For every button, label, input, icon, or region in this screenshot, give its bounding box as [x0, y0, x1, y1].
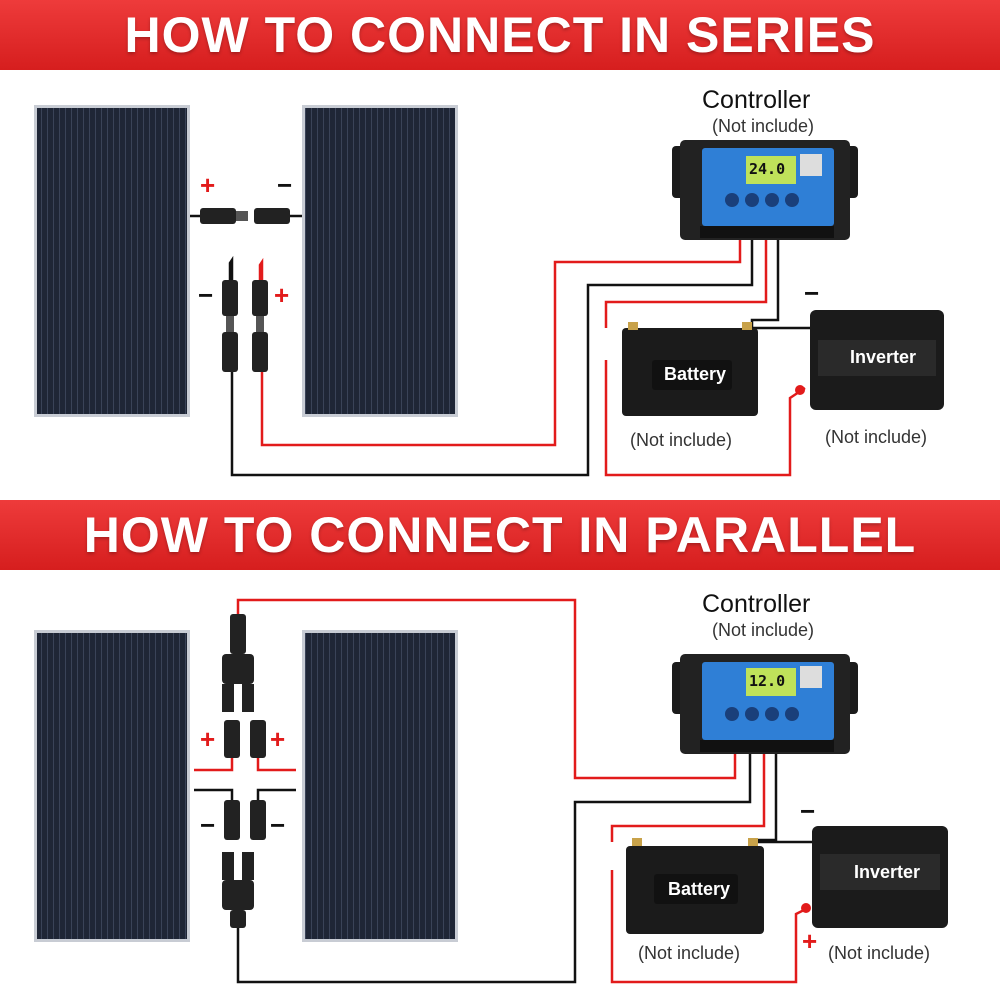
- parallel-battery-note: (Not include): [638, 943, 741, 963]
- solar-panel-right: [302, 105, 458, 417]
- branch-connector-positive: [222, 614, 254, 712]
- branch-connector-negative: [222, 852, 254, 928]
- series-lcd-readout: 24.0: [749, 160, 786, 178]
- parallel-controller-note: (Not include): [712, 620, 815, 640]
- mc4-connector-positive-pair: [224, 720, 266, 758]
- positive-branch-wire: [236, 598, 737, 780]
- inverter: [795, 310, 944, 410]
- parallel-diagram: Controller (Not include) 12.0 Battery (N…: [0, 570, 1000, 1000]
- series-banner: HOW TO CONNECT IN SERIES: [0, 0, 1000, 70]
- series-inverter-label: Inverter: [850, 347, 917, 367]
- charge-controller: [672, 140, 858, 240]
- series-diagram: Controller (Not include) 24.0 Battery (N…: [0, 70, 1000, 500]
- series-controller-title: Controller: [702, 86, 811, 114]
- series-controller-note: (Not include): [712, 116, 815, 136]
- parallel-lcd-readout: 12.0: [749, 672, 786, 690]
- series-battery-note: (Not include): [630, 430, 733, 450]
- series-sign-inverter-negative: −: [804, 278, 820, 308]
- series-battery-label: Battery: [664, 364, 727, 384]
- series-diagram-graphic: [34, 105, 944, 477]
- parallel-sign-right-positive: +: [270, 724, 286, 754]
- positive-right-lead: [256, 758, 296, 772]
- series-inverter-note: (Not include): [825, 427, 928, 447]
- parallel-sign-left-positive: +: [200, 724, 216, 754]
- parallel-controller-title: Controller: [702, 590, 811, 618]
- parallel-title: HOW TO CONNECT IN PARALLEL: [83, 507, 917, 563]
- parallel-sign-inverter-negative: −: [800, 796, 816, 826]
- parallel-banner: HOW TO CONNECT IN PARALLEL: [0, 500, 1000, 570]
- solar-panel-left: [34, 105, 190, 417]
- negative-left-lead: [194, 788, 234, 800]
- series-sign-right-positive: +: [274, 280, 290, 310]
- parallel-inverter-label: Inverter: [854, 862, 921, 882]
- charge-controller: [672, 654, 858, 754]
- parallel-sign-right-negative: −: [270, 810, 286, 840]
- mc4-connector-top: [200, 208, 290, 224]
- inverter: [801, 826, 948, 928]
- mc4-connector-negative-pair: [224, 800, 266, 840]
- solar-panel-right: [302, 630, 458, 942]
- series-sign-top-positive: +: [200, 170, 216, 200]
- parallel-wires: [194, 598, 815, 984]
- parallel-inverter-note: (Not include): [828, 943, 931, 963]
- inverter-positive-wire: [604, 360, 806, 477]
- mc4-connector-left: [222, 280, 238, 372]
- parallel-sign-inverter-positive: +: [802, 926, 818, 956]
- parallel-diagram-graphic: [34, 598, 948, 984]
- series-wires: [190, 214, 815, 477]
- parallel-battery-label: Battery: [668, 879, 731, 899]
- mc4-connector-right: [252, 280, 268, 372]
- series-sign-top-negative: −: [277, 170, 293, 200]
- series-sign-left-negative: −: [198, 280, 214, 310]
- battery: [626, 838, 764, 934]
- battery-positive-wire: [610, 748, 766, 842]
- battery-positive-wire: [604, 230, 768, 328]
- negative-right-lead: [256, 788, 296, 800]
- negative-wire-panel: [228, 230, 754, 477]
- negative-branch-wire: [236, 748, 752, 984]
- inverter-positive-wire: [610, 870, 809, 984]
- positive-wire-panel: [258, 230, 742, 447]
- solar-panel-left: [34, 630, 190, 942]
- battery-negative-wire: [756, 748, 778, 842]
- positive-left-lead: [194, 758, 234, 772]
- battery: [622, 322, 758, 416]
- parallel-sign-left-negative: −: [200, 810, 216, 840]
- series-title: HOW TO CONNECT IN SERIES: [124, 7, 876, 63]
